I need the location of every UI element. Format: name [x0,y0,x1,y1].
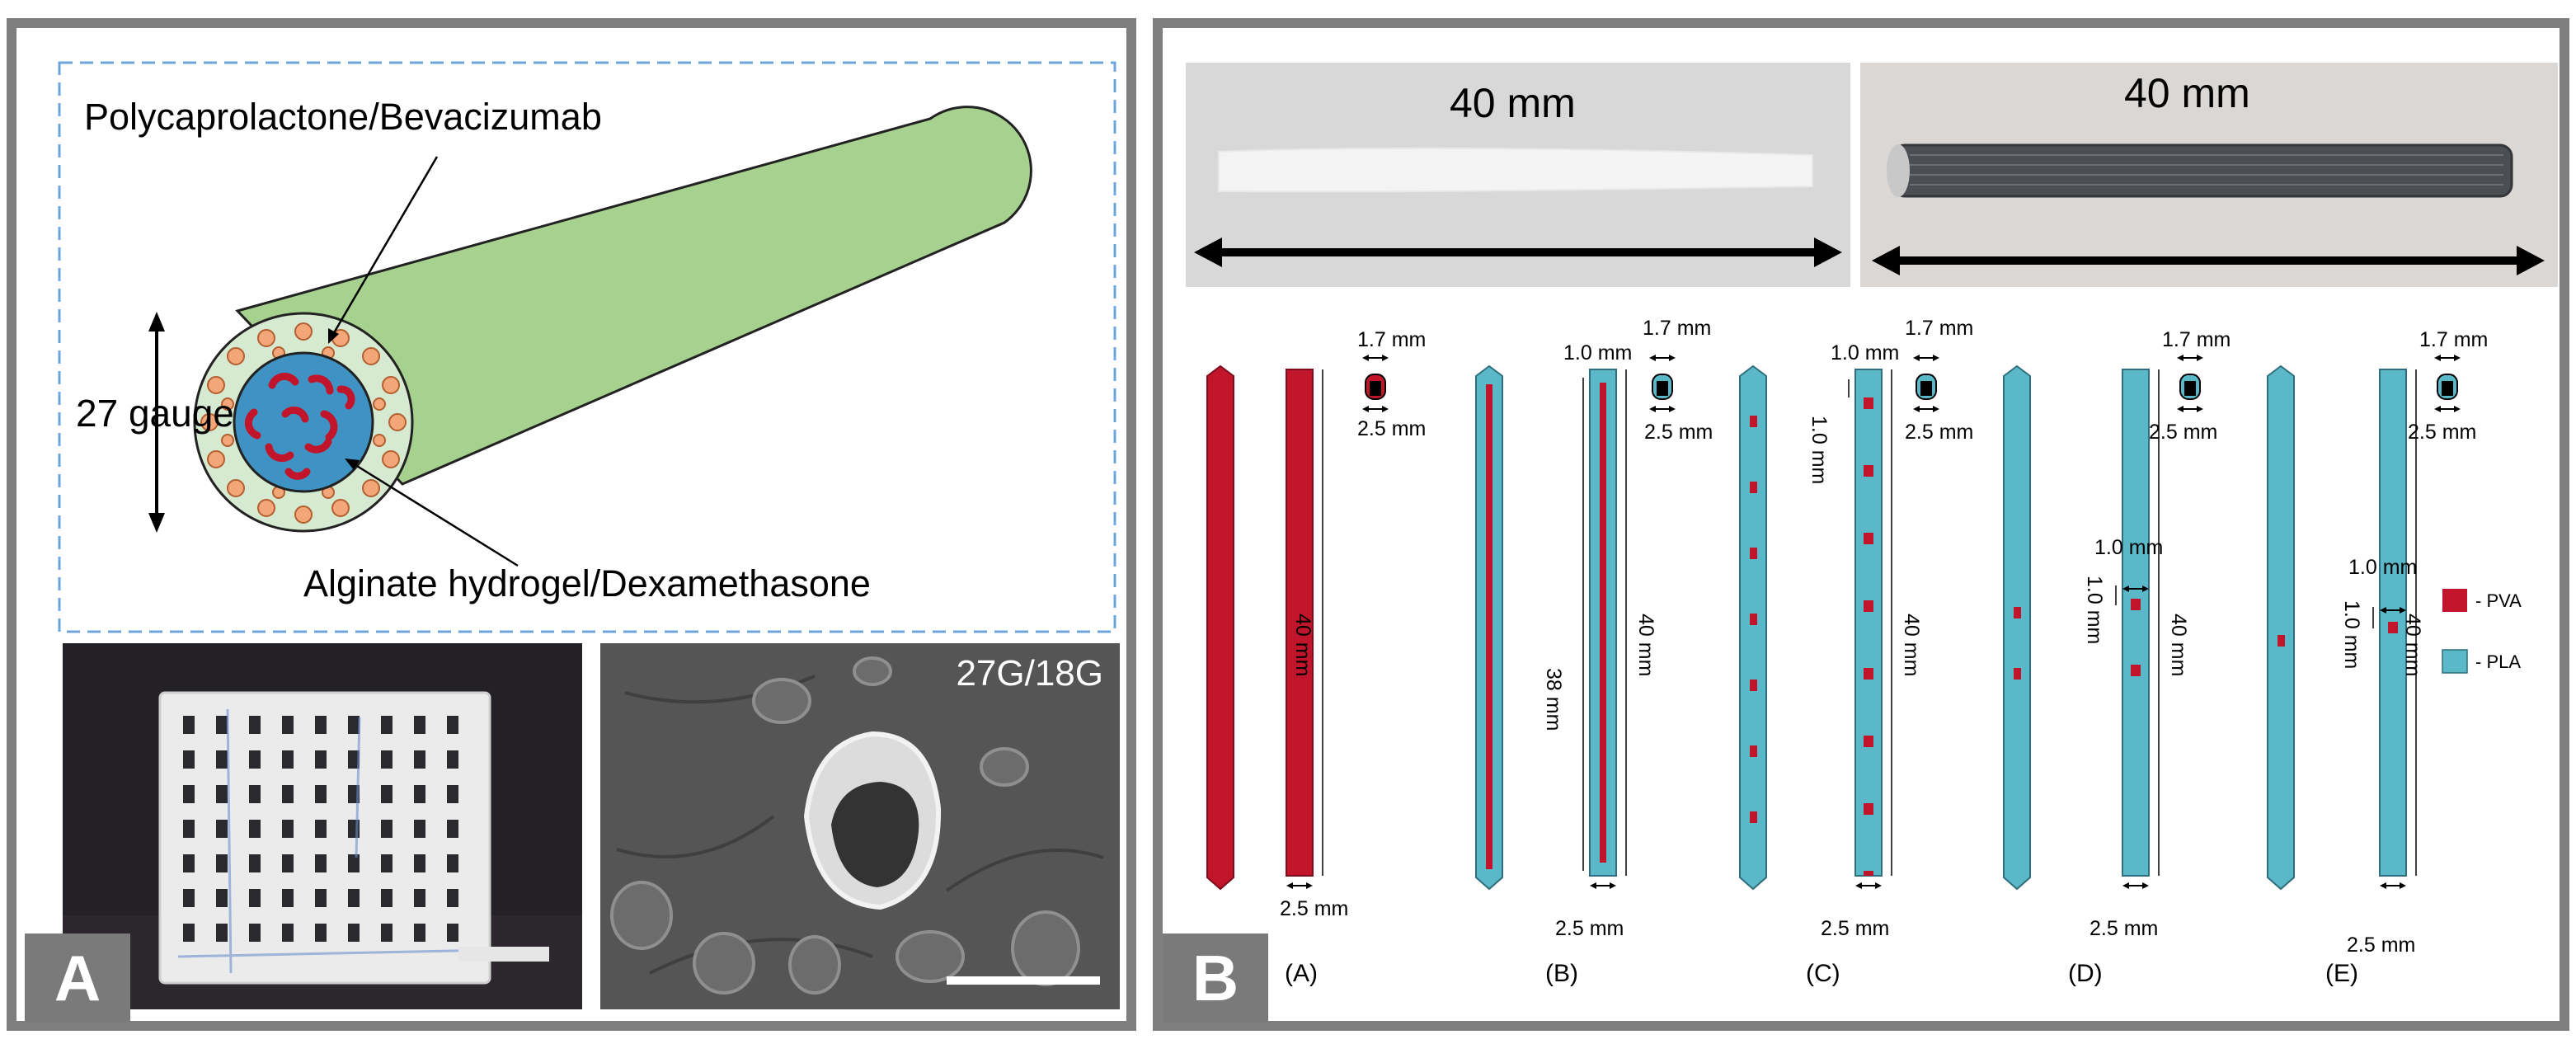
design-e-length: 40 mm [2401,614,2424,677]
bevacizumab-particles [200,322,407,524]
design-d-profile-width: 1.7 mm [2162,328,2231,351]
design-c-length: 40 mm [1900,614,1923,677]
design-d-length: 40 mm [2167,614,2190,677]
mesh-photo [63,643,582,1009]
design-c-width: 2.5 mm [1821,917,1890,940]
panel-a-letter: A [25,933,130,1023]
printed-implant-photo: 40 mm [1860,63,2558,287]
alginate-dexamethasone-label: Alginate hydrogel/Dexamethasone [303,562,871,604]
implant-designs [1206,354,2468,891]
implant-schematic [58,61,1116,633]
design-e-profile-height: 2.5 mm [2408,421,2477,444]
design-b-letter: (B) [1545,960,1578,987]
design-d-profile-height: 2.5 mm [2149,421,2218,444]
legend-pla-swatch [2442,649,2468,674]
legend-pla-label: - PLA [2475,651,2522,672]
legend-pva-label: - PVA [2475,590,2522,611]
design-e-spacing: 1.0 mm [2340,600,2363,670]
design-e-gap: 1.0 mm [2348,556,2418,579]
design-e-letter: (E) [2325,960,2358,987]
design-d-gap: 1.0 mm [2094,536,2164,559]
design-d-spacing: 1.0 mm [2083,576,2106,645]
design-d-letter: (D) [2068,960,2103,987]
design-c-letter: (C) [1806,960,1840,987]
design-c [1739,354,1940,891]
design-a-profile-height: 2.5 mm [1357,417,1427,440]
design-e [2267,354,2461,891]
sem-image: 27G/18G [600,643,1120,1009]
design-c-spacing: 1.0 mm [1807,416,1831,485]
panel-b: 40 mm 40 mm [1153,18,2569,1031]
photo1-length-label: 40 mm [1450,80,1576,126]
photo2-length-label: 40 mm [2124,70,2250,116]
design-b-length: 40 mm [1634,614,1657,677]
design-c-profile-width: 1.7 mm [1905,317,1974,340]
gauge-label: 27 gauge [76,392,234,435]
design-d-width: 2.5 mm [2089,917,2159,940]
pcl-bevacizumab-label: Polycaprolactone/Bevacizumab [84,96,602,138]
design-a-letter: (A) [1285,960,1318,987]
design-a-profile-width: 1.7 mm [1357,328,1427,351]
design-c-edge: 1.0 mm [1831,341,1900,364]
design-a [1206,354,1389,891]
sem-label: 27G/18G [956,653,1103,694]
design-b-inner-length: 38 mm [1542,668,1565,731]
design-b-edge: 1.0 mm [1563,341,1633,364]
design-b [1475,354,1676,891]
design-a-length: 40 mm [1291,614,1314,677]
design-e-width: 2.5 mm [2347,933,2416,957]
design-a-width: 2.5 mm [1280,897,1349,920]
design-b-profile-width: 1.7 mm [1643,317,1712,340]
panel-b-letter: B [1163,933,1268,1023]
cylinder-body [235,106,1032,486]
design-c-profile-height: 2.5 mm [1905,421,1974,444]
design-b-width: 2.5 mm [1555,917,1624,940]
design-b-profile-height: 2.5 mm [1644,421,1713,444]
legend-pva-swatch [2442,589,2467,612]
panel-a: Polycaprolactone/Bevacizumab 27 gauge Al… [7,18,1136,1031]
design-e-profile-width: 1.7 mm [2419,328,2489,351]
dexamethasone-crescents [244,372,355,480]
design-d [2003,354,2204,891]
white-implant-photo: 40 mm [1186,63,1850,287]
